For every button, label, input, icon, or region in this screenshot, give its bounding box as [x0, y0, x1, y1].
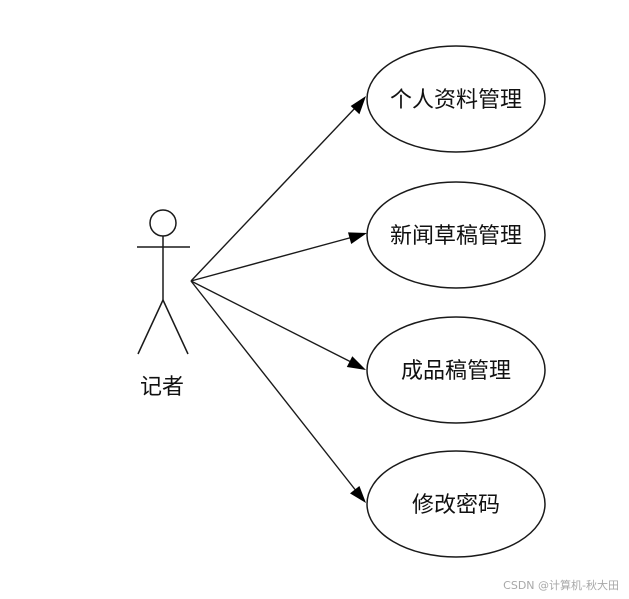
use-case-1-label: 个人资料管理 [390, 88, 522, 113]
actor-right-leg [162, 299, 189, 355]
arrow-head-3 [346, 356, 366, 370]
watermark: CSDN @计算机-秋大田 [503, 579, 619, 592]
association-3 [190, 280, 366, 370]
use-case-3-label: 成品稿管理 [401, 359, 511, 384]
actor-figure [137, 209, 190, 355]
use-case-3[interactable]: 成品稿管理 [366, 316, 546, 424]
actor-head [149, 209, 177, 237]
use-case-2-label: 新闻草稿管理 [390, 224, 522, 249]
actor-label: 记者 [140, 375, 184, 400]
use-case-4-label: 修改密码 [412, 493, 500, 518]
use-case-4[interactable]: 修改密码 [366, 450, 546, 558]
association-1 [190, 96, 366, 282]
actor-left-leg [137, 299, 164, 355]
use-case-2[interactable]: 新闻草稿管理 [366, 181, 546, 289]
arrow-head-4 [350, 486, 366, 503]
association-2 [190, 232, 367, 282]
association-4 [190, 280, 366, 503]
arrow-head-1 [350, 96, 366, 115]
arrow-head-2 [348, 232, 367, 244]
use-case-1[interactable]: 个人资料管理 [366, 45, 546, 153]
